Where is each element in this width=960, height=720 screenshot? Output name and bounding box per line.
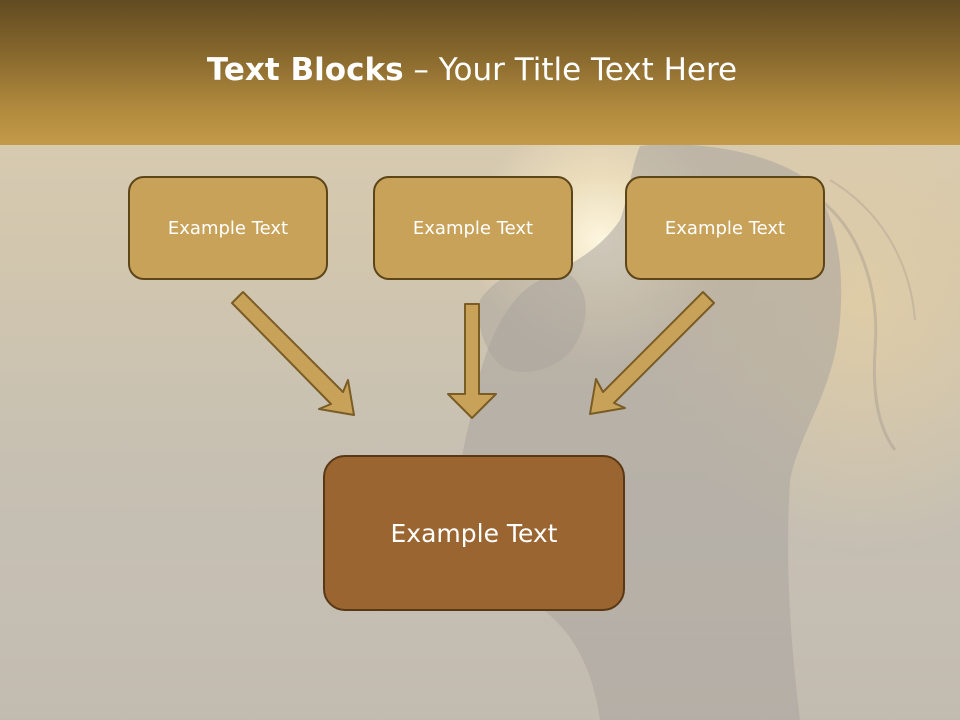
down-arrow-icon[interactable] [447, 303, 497, 419]
text-block-label: Example Text [167, 217, 289, 239]
child-silhouette [478, 268, 586, 373]
title-bar: Text Blocks – Your Title Text Here [0, 0, 960, 145]
text-block-left[interactable]: Example Text [128, 176, 328, 280]
text-block-right[interactable]: Example Text [625, 176, 825, 280]
main-text-block[interactable]: Example Text [323, 455, 625, 611]
hair-strand [819, 198, 897, 451]
text-block-label: Example Text [664, 217, 786, 239]
title-bold: Text Blocks [206, 52, 404, 88]
down-left-arrow-icon[interactable] [589, 291, 715, 415]
text-block-label: Example Text [412, 217, 534, 239]
title-rest: Your Title Text Here [438, 52, 738, 88]
slide-title: Text Blocks – Your Title Text Here [0, 52, 944, 88]
main-text-block-label: Example Text [390, 518, 558, 548]
title-separator: – [403, 52, 439, 88]
text-block-center[interactable]: Example Text [373, 176, 573, 280]
hair-strand [829, 179, 916, 321]
down-right-arrow-icon[interactable] [231, 291, 355, 416]
